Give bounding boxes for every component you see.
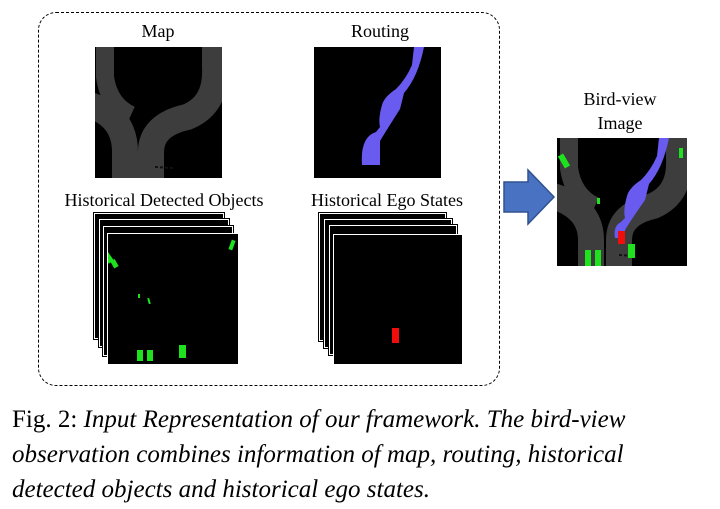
object-box <box>595 250 601 266</box>
object-box <box>585 250 591 266</box>
detected-objects-label: Historical Detected Objects <box>64 190 264 210</box>
object-box <box>147 350 153 361</box>
routing-label: Routing <box>350 21 409 41</box>
caption-text: Input Representation of our framework. T… <box>12 406 626 503</box>
object-box <box>179 345 186 358</box>
ego-frame-current <box>333 234 463 365</box>
routing-panel <box>314 47 441 178</box>
object-box <box>138 294 140 298</box>
ego-vehicle <box>618 231 625 244</box>
figure-caption: Fig. 2: Input Representation of our fram… <box>12 402 712 507</box>
bird-view-image <box>557 138 687 266</box>
map-label: Map <box>141 21 175 41</box>
bird-view-image-label: Image <box>597 113 643 133</box>
bird-view-label: Bird-view <box>583 89 657 109</box>
object-box <box>228 239 236 251</box>
ego-vehicle <box>392 328 399 343</box>
map-lane-marking <box>154 166 174 169</box>
bird-view-route <box>614 138 669 238</box>
map-road <box>95 47 222 178</box>
object-box <box>108 242 114 264</box>
object-box <box>110 259 119 269</box>
object-box <box>137 350 143 361</box>
input-group-box <box>38 12 500 386</box>
map-panel <box>95 47 222 178</box>
object-box <box>597 198 600 204</box>
route-path <box>361 47 424 165</box>
object-box <box>628 244 635 258</box>
object-box <box>557 153 571 169</box>
caption-prefix: Fig. 2: <box>12 406 78 433</box>
object-box <box>147 297 151 305</box>
object-box <box>679 148 683 158</box>
ego-states-label: Historical Ego States <box>311 190 463 210</box>
fusion-arrow <box>503 168 556 226</box>
objects-frame-current <box>107 233 239 365</box>
